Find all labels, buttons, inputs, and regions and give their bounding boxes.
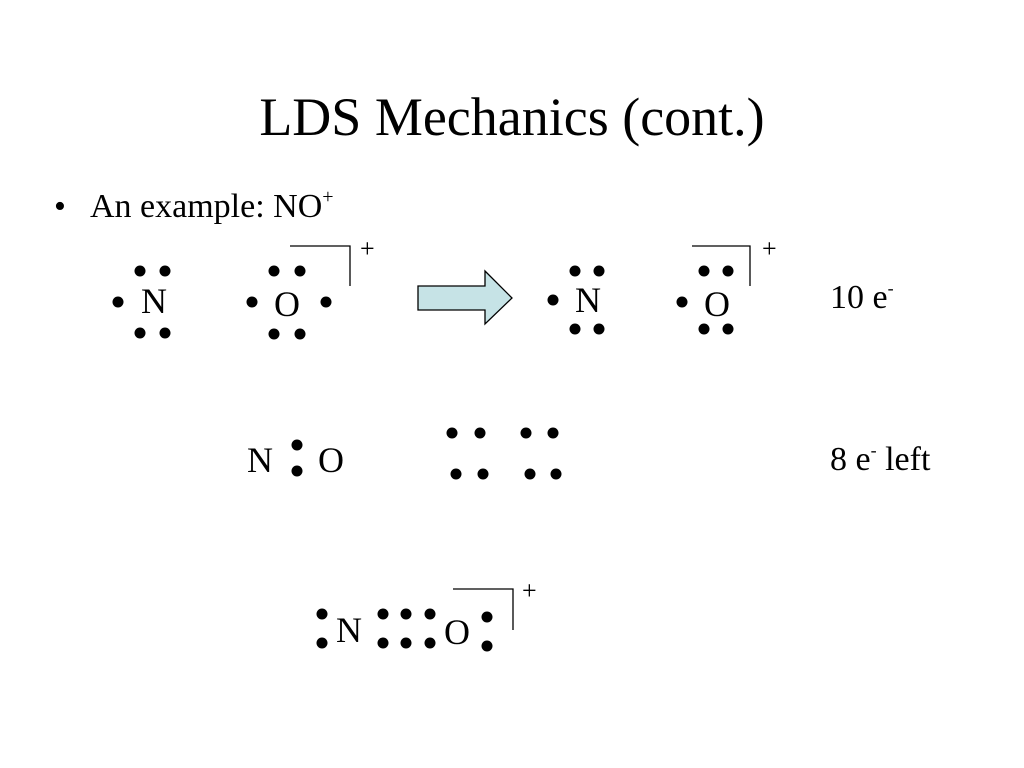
bullet-marker: • <box>54 188 66 225</box>
electron-count-label: 10 e- <box>830 278 894 316</box>
electron-dot <box>569 323 581 335</box>
electron-dot <box>524 468 536 480</box>
electron-dots <box>112 265 734 652</box>
step2-bracket <box>692 245 751 286</box>
electron-dot <box>268 328 280 340</box>
step1-bracket <box>290 245 351 286</box>
step1-atom-n: N <box>141 281 167 321</box>
electron-dot <box>316 637 328 649</box>
step2-charge: + <box>762 234 777 263</box>
step4-atom-n: N <box>336 610 362 650</box>
charge-brackets <box>290 245 751 630</box>
electron-dot <box>698 265 710 277</box>
electron-dot <box>450 468 462 480</box>
electron-dot <box>424 608 436 620</box>
bullet-superscript: + <box>322 186 334 208</box>
step1-atom-o: O <box>274 284 300 324</box>
electron-dot <box>446 427 458 439</box>
electron-dot <box>159 327 171 339</box>
step4-bracket <box>453 588 514 630</box>
electron-dot <box>134 327 146 339</box>
electron-dot <box>112 296 124 308</box>
electron-dot <box>316 608 328 620</box>
electron-dot <box>481 640 493 652</box>
step4-charge: + <box>522 576 537 605</box>
electron-dot <box>400 637 412 649</box>
electron-dot <box>477 468 489 480</box>
slide-title: LDS Mechanics (cont.) <box>259 87 765 147</box>
electron-dot <box>722 323 734 335</box>
electron-dot <box>134 265 146 277</box>
electron-dot <box>547 294 559 306</box>
electron-dot <box>550 468 562 480</box>
electrons-left-label: 8 e- left <box>830 440 931 478</box>
electron-dot <box>377 608 389 620</box>
electron-dot <box>294 328 306 340</box>
electron-dot <box>400 608 412 620</box>
bullet-text: An example: NO <box>90 188 323 225</box>
electron-dot <box>291 439 303 451</box>
step2-atom-o: O <box>704 284 730 324</box>
step2-atom-n: N <box>575 280 601 320</box>
electron-dot <box>593 323 605 335</box>
electron-dot <box>424 637 436 649</box>
electron-dot <box>593 265 605 277</box>
electron-dot <box>547 427 559 439</box>
transform-arrow <box>417 269 513 326</box>
step4-atom-o: O <box>444 612 470 652</box>
bullet-item: • An example: NO+ <box>54 185 334 229</box>
electron-dot <box>291 465 303 477</box>
electron-dot <box>377 637 389 649</box>
electron-dot <box>722 265 734 277</box>
electron-dot <box>320 296 332 308</box>
step3-atom-o: O <box>318 440 344 480</box>
electron-dot <box>698 323 710 335</box>
electron-dot <box>474 427 486 439</box>
electron-dot <box>159 265 171 277</box>
electron-dot <box>520 427 532 439</box>
electron-dot <box>294 265 306 277</box>
electron-dot <box>268 265 280 277</box>
electron-dot <box>481 611 493 623</box>
electron-dot <box>569 265 581 277</box>
step1-charge: + <box>360 234 375 263</box>
electron-dot <box>246 296 258 308</box>
step3-atom-n: N <box>247 440 273 480</box>
electron-dot <box>676 296 688 308</box>
